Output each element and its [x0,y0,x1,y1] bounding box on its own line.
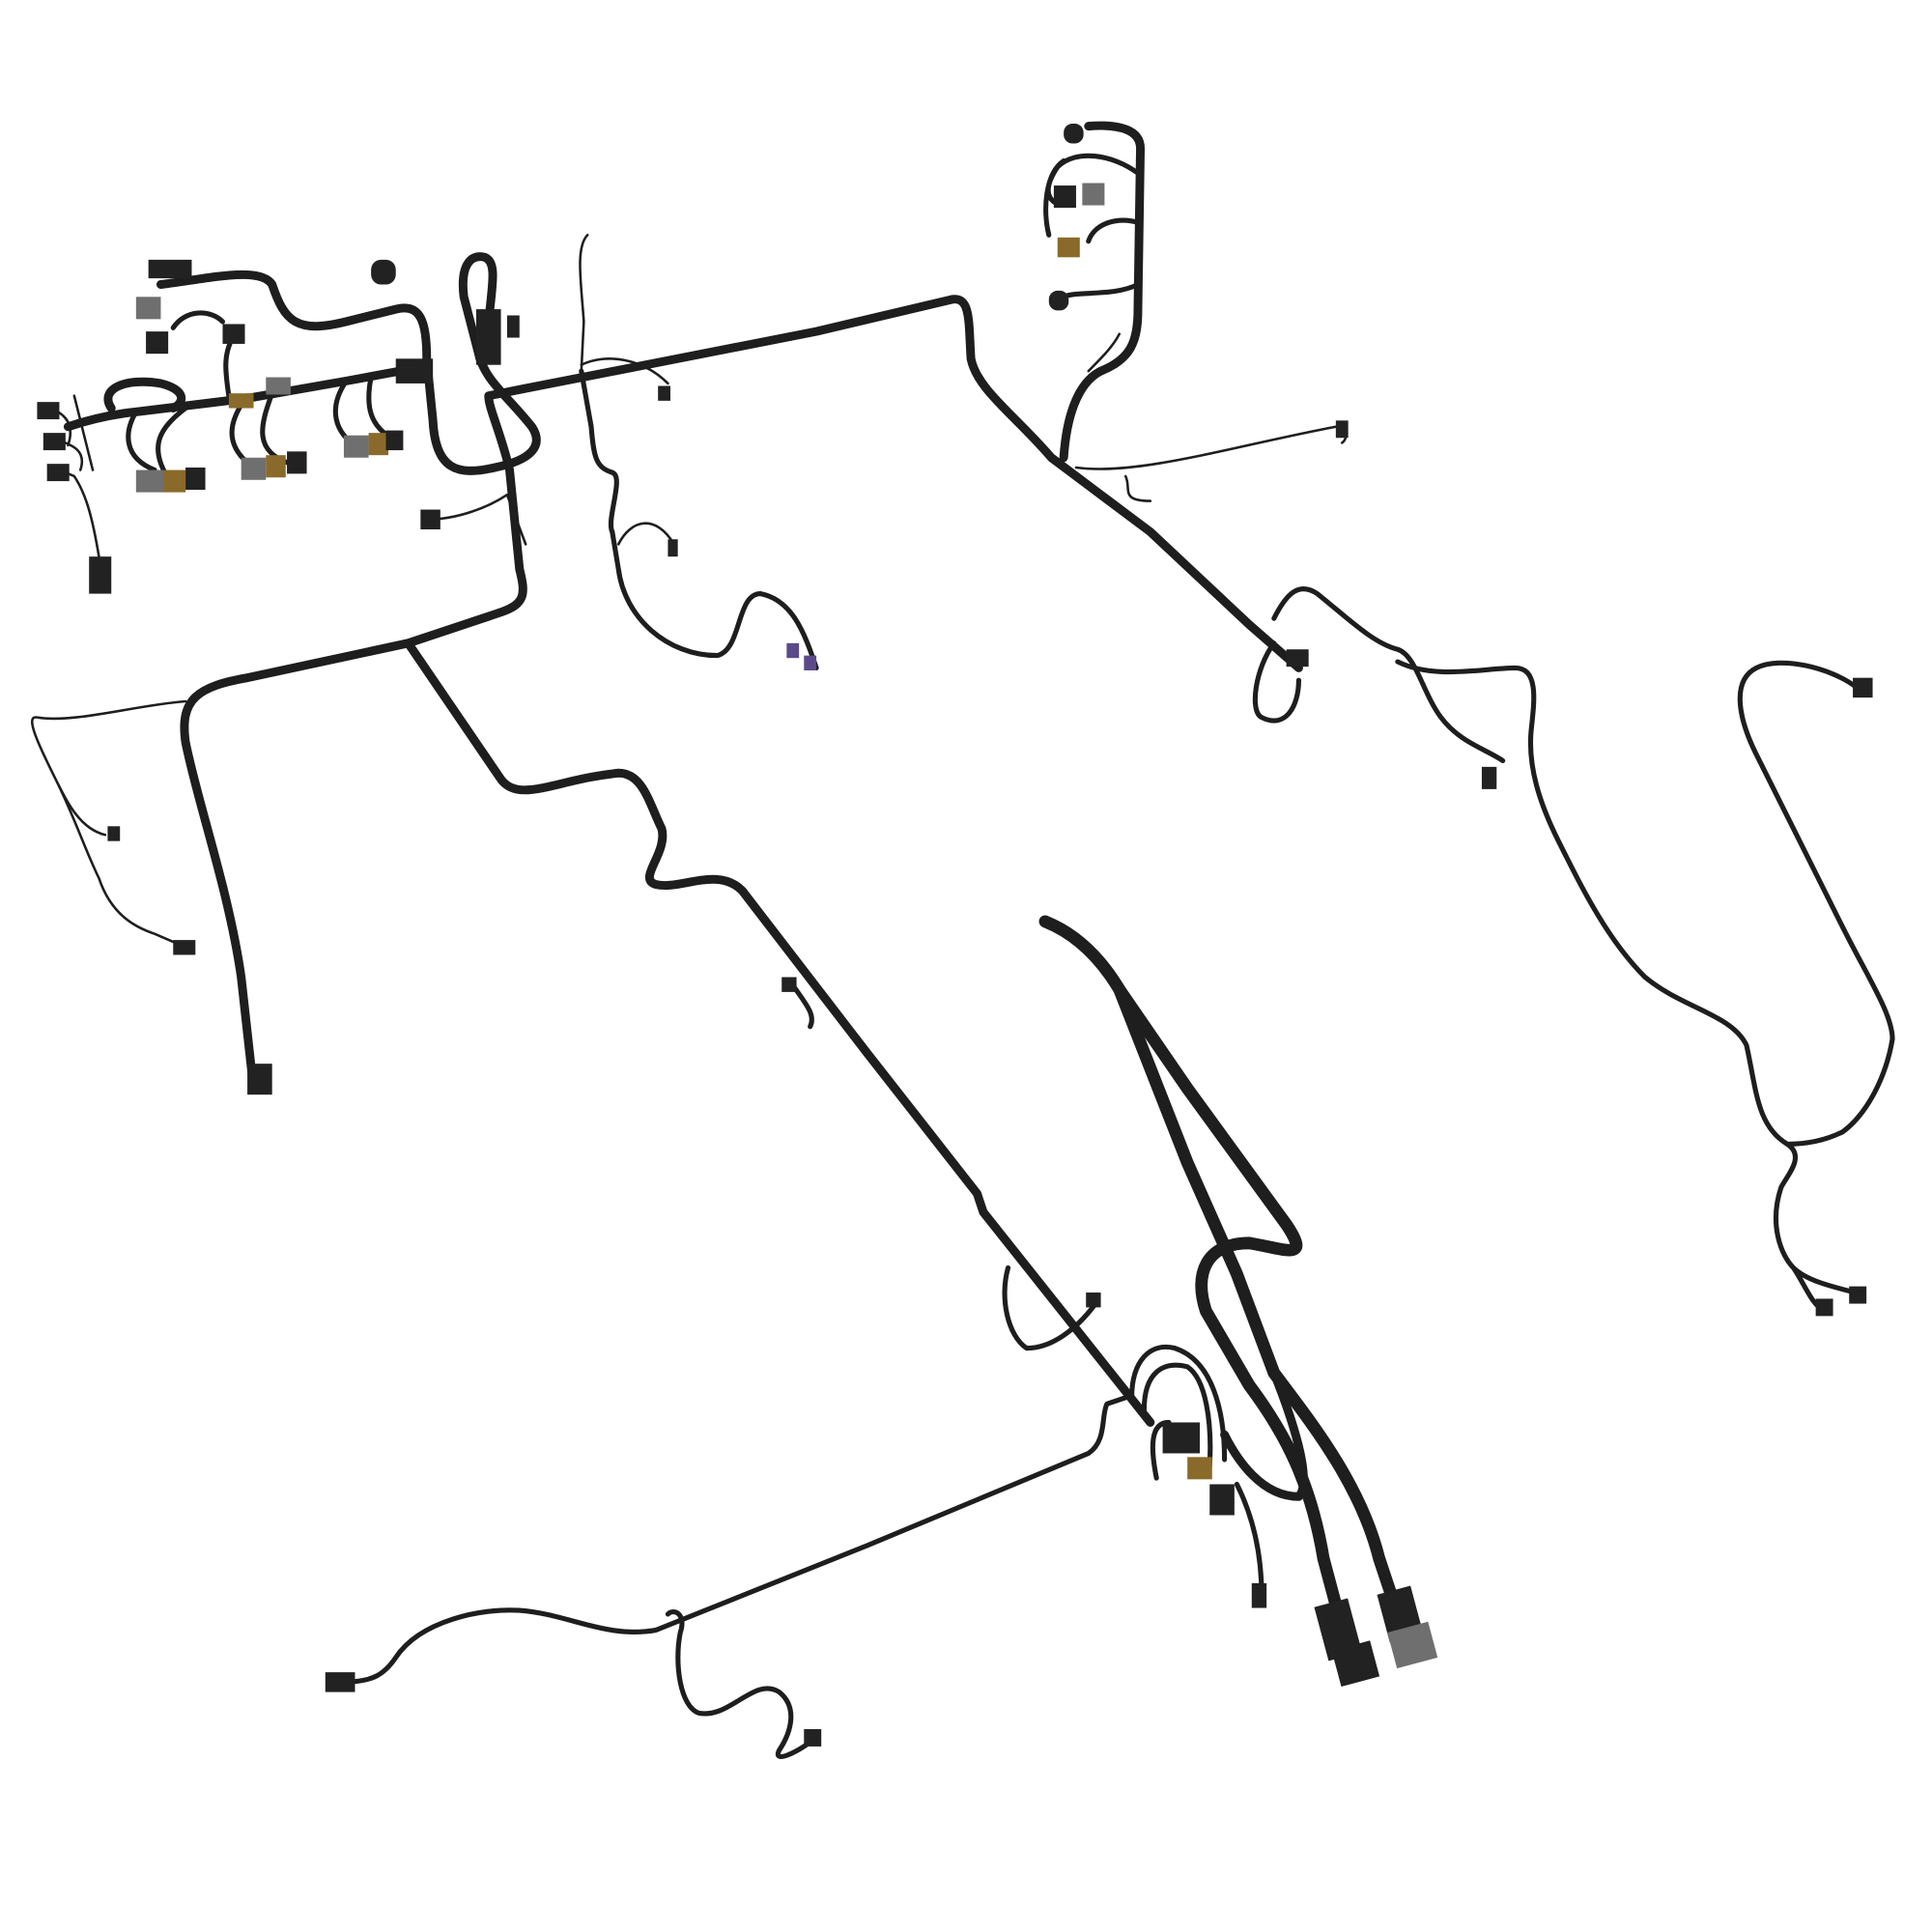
connector [804,655,817,670]
connector [135,297,161,320]
connector [395,358,434,384]
connector [1335,420,1349,439]
connector [287,451,307,474]
connector [668,539,678,557]
connector [371,259,396,285]
cluster-loop [103,377,186,413]
connector [148,259,192,279]
left-side-lead [31,699,193,952]
long-right-lead [1395,659,1859,1314]
connector [1048,290,1069,311]
connector [1251,1582,1267,1608]
connector [1064,124,1084,144]
connector [185,467,206,491]
connector [786,642,800,659]
connector [325,1672,355,1692]
connector [804,1729,822,1747]
left-upper-cable [156,270,541,475]
connector [146,331,169,355]
top-right-loop-cable [1059,121,1146,463]
connector [163,469,186,493]
connector [1209,1484,1235,1516]
connector [46,464,70,482]
connector [89,556,112,594]
connector [135,469,164,493]
connector [43,433,66,451]
connector [1815,1298,1833,1317]
connector [1162,1422,1200,1454]
connector [37,402,60,420]
center-small-leads [425,233,676,546]
connector [107,826,121,841]
heavy-cable-2 [1113,982,1410,1639]
bottom-branch-lead [665,1609,819,1759]
cluster-backbone [63,361,432,432]
connector [1314,1598,1363,1662]
main-trunk-cable [180,295,1303,1094]
bottom-long-lead [337,1395,1128,1685]
connector [420,509,440,530]
heavy-cable-1 [1038,915,1355,1658]
connector [1331,1640,1380,1688]
connector [781,977,797,992]
center-vertical-lead [579,368,819,670]
connector [1086,1293,1101,1308]
connector [1053,185,1076,209]
far-right-lead [1737,660,1895,1147]
connector [1187,1457,1212,1480]
left-thin-leads [47,394,107,577]
connector [266,455,286,478]
connector [241,457,267,480]
connector [1286,649,1309,668]
connector [343,435,369,458]
vertical-loop-cable [458,252,497,363]
connector [368,433,389,456]
connector [475,309,501,365]
mid-right-loop [1252,586,1506,764]
top-right-branches [1043,153,1141,299]
connector [228,393,254,409]
connector [1082,183,1105,206]
connector [173,940,196,955]
connector [506,315,520,338]
connector [266,377,291,395]
connector [1387,1621,1438,1669]
connector [1853,677,1873,698]
lower-cluster-loops [1129,1344,1264,1599]
diagonal-branch-cable [404,639,1155,1427]
connector [385,430,404,451]
connector [222,324,245,344]
connector [1849,1286,1867,1304]
connector [1481,766,1497,789]
connector [658,385,670,401]
heavy-cable-3 [1220,1368,1308,1501]
connectors [37,124,1873,1747]
branch-cables [126,310,396,479]
connector [247,1064,272,1095]
connector [1057,237,1080,258]
